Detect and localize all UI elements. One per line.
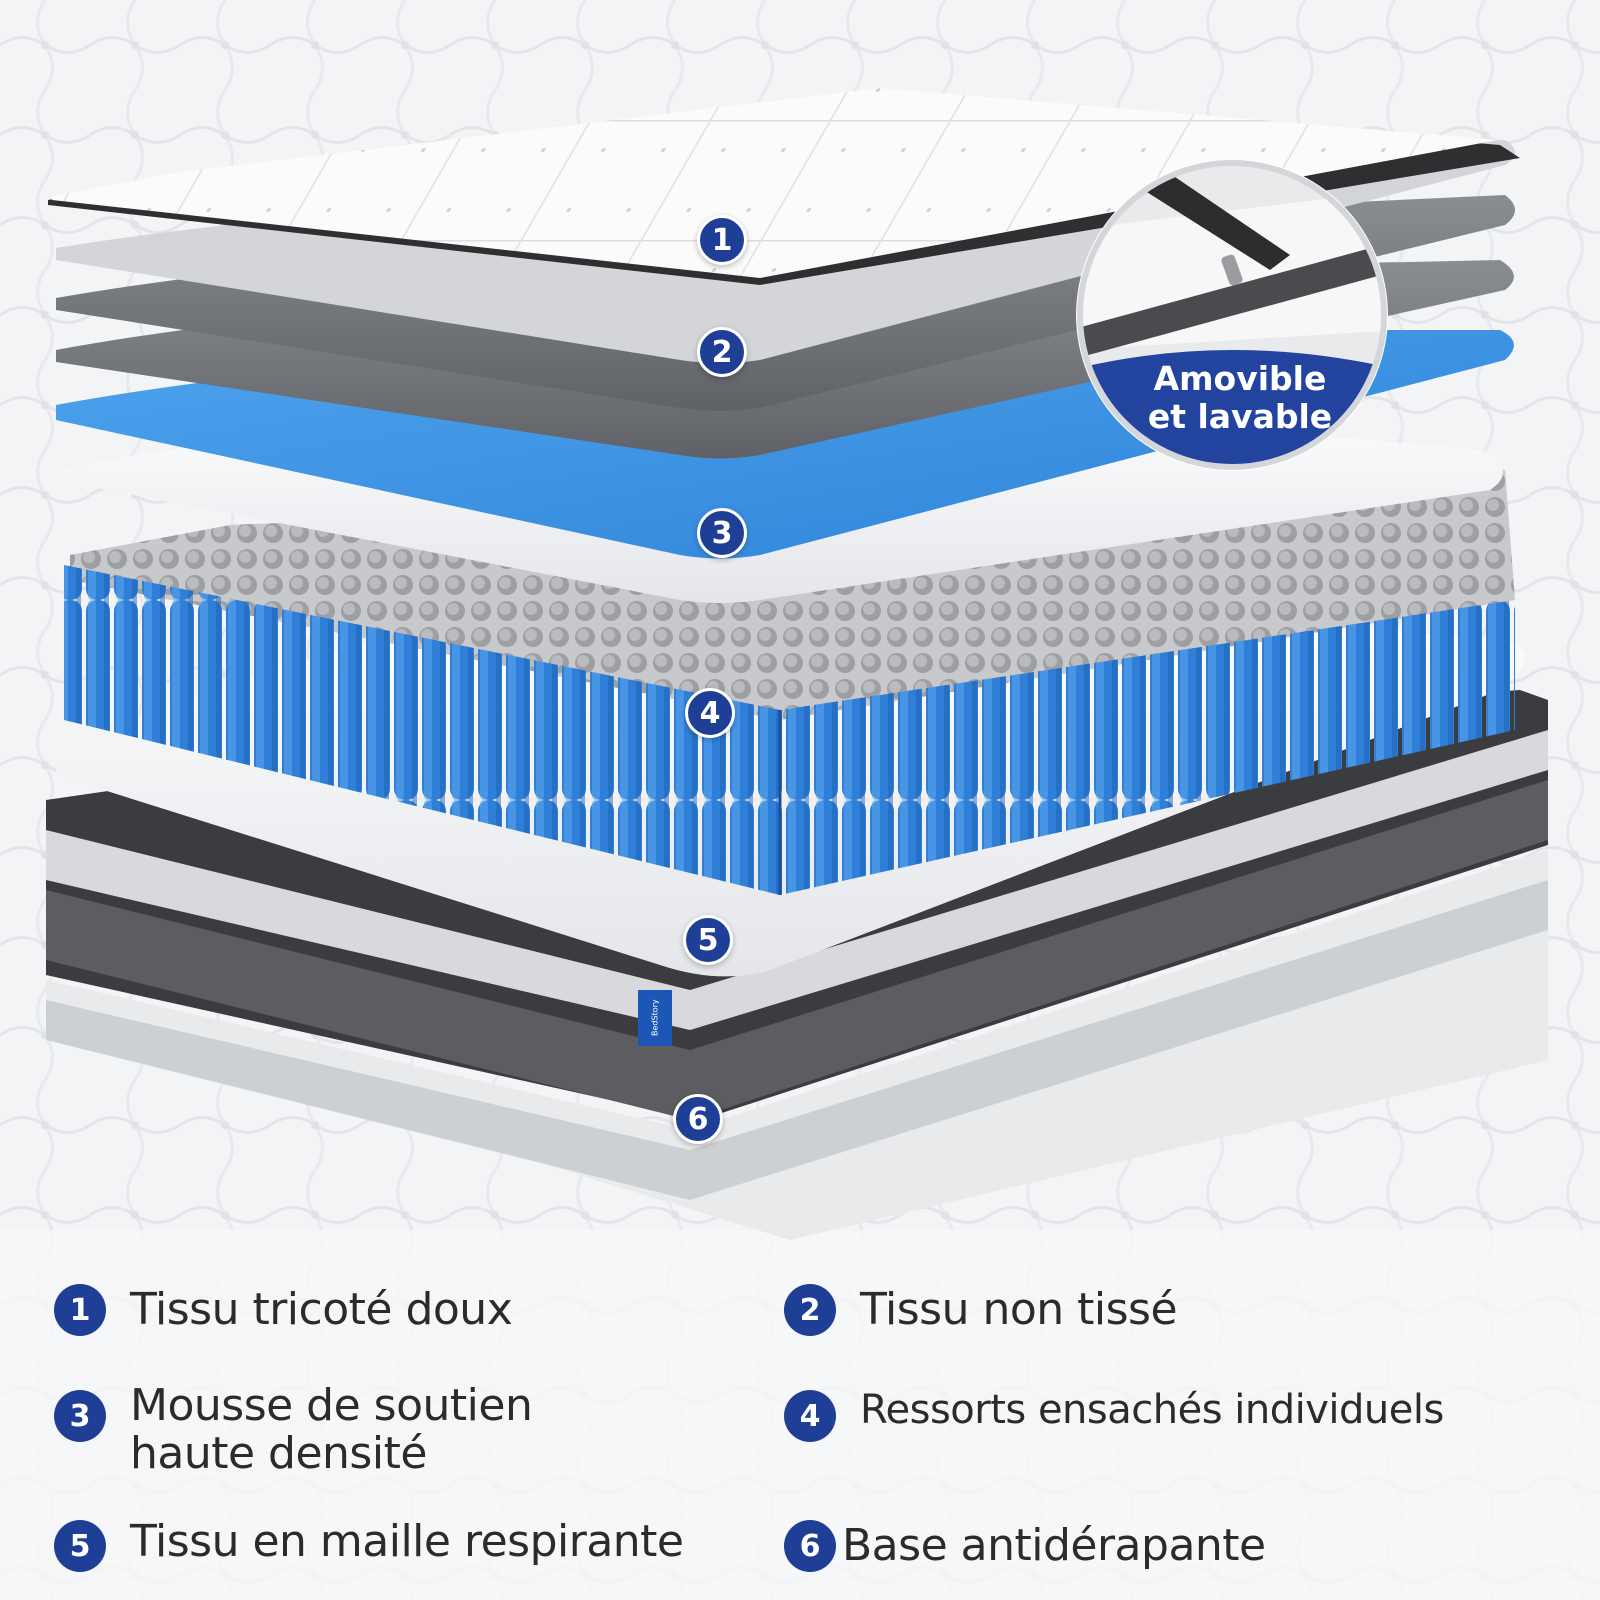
legend-label-6: Base antidérapante [842, 1520, 1266, 1571]
legend-label-3-line-2: haute densité [130, 1428, 427, 1479]
layer-marker-4: 4 [685, 688, 735, 738]
legend-label-1: Tissu tricoté doux [130, 1284, 513, 1335]
layer-marker-2: 2 [697, 327, 747, 377]
layer-marker-3: 3 [697, 508, 747, 558]
legend-label-2: Tissu non tissé [860, 1284, 1178, 1335]
legend-label-3: Mousse de soutien haute densité [130, 1380, 533, 1479]
legend-label-3-line-1: Mousse de soutien [130, 1380, 533, 1431]
layer-marker-6: 6 [673, 1094, 723, 1144]
layer-marker-5: 5 [683, 915, 733, 965]
brand-tag: BedStory [638, 990, 672, 1046]
legend-badge-1: 1 [54, 1284, 106, 1336]
callout-caption: Amovible et lavable [1100, 360, 1380, 436]
legend-badge-5: 5 [54, 1520, 106, 1572]
callout-line-2: et lavable [1147, 397, 1333, 436]
callout-line-1: Amovible [1153, 359, 1327, 398]
legend-badge-2: 2 [784, 1284, 836, 1336]
legend-label-4: Ressorts ensachés individuels [860, 1387, 1444, 1433]
legend-badge-6: 6 [784, 1520, 836, 1572]
legend-badge-4: 4 [784, 1390, 836, 1442]
legend-badge-3: 3 [54, 1390, 106, 1442]
layer-marker-1: 1 [697, 215, 747, 265]
legend-label-5: Tissu en maille respirante [130, 1516, 684, 1567]
knitted-top-layer [48, 88, 1520, 285]
